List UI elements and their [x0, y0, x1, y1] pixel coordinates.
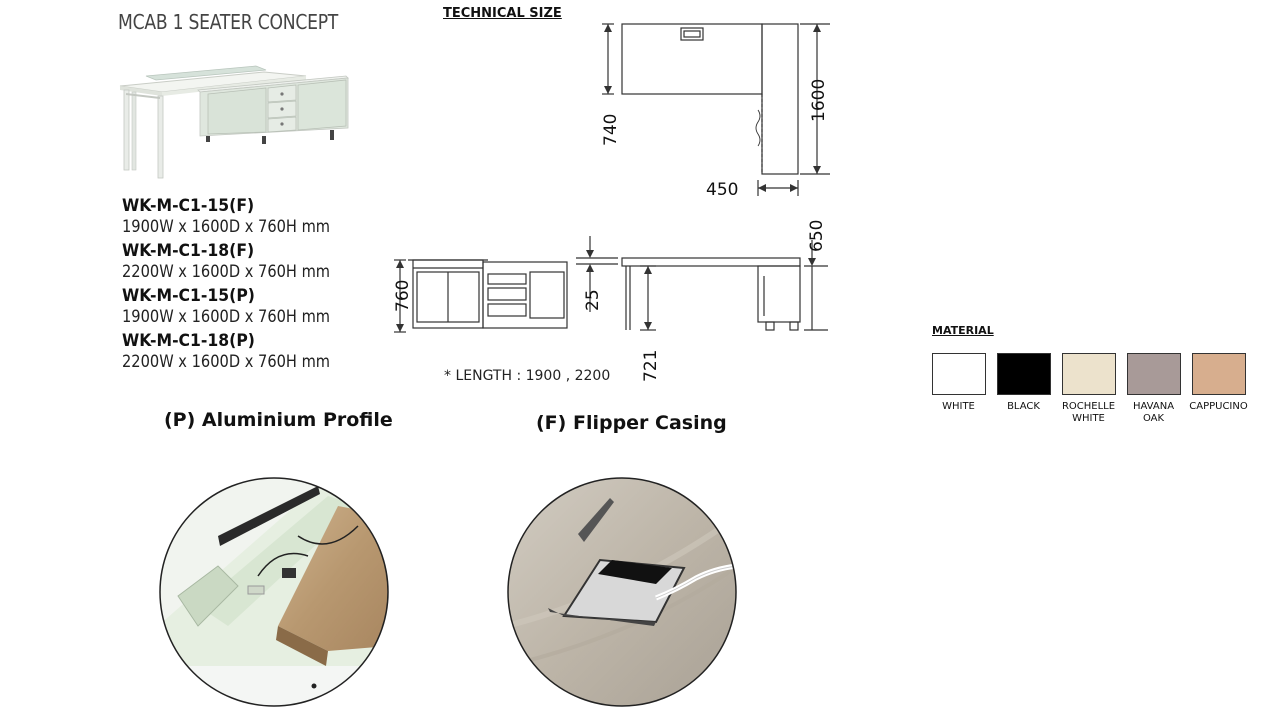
technical-size-heading: TECHNICAL SIZE: [443, 6, 562, 21]
plan-desk-top: [621, 23, 763, 95]
flipper-casing-image: [507, 477, 737, 707]
model-code: WK-M-C1-15(F): [122, 196, 255, 216]
side-desk-top: [621, 257, 801, 267]
dim-450-label: 450: [706, 180, 738, 200]
dim-760-label: 760: [393, 280, 413, 312]
color-swatch: [1061, 353, 1116, 395]
model-code: WK-M-C1-18(P): [122, 331, 255, 351]
dim-650-label: 650: [807, 220, 827, 252]
flipper-casing-caption: (F) Flipper Casing: [536, 412, 727, 434]
side-cabinet: [757, 265, 801, 323]
model-item: WK-M-C1-15(F) 1900W x 1600D x 760H mm: [122, 196, 382, 237]
aluminium-profile-caption: (P) Aluminium Profile: [164, 409, 393, 431]
swatch-label: BLACK: [1007, 401, 1040, 412]
model-dimensions: 1900W x 1600D x 760H mm: [122, 307, 331, 327]
swatch-item-black: BLACK: [991, 353, 1056, 425]
model-dimensions: 2200W x 1600D x 760H mm: [122, 352, 331, 372]
swatch-item-havana-oak: HAVANA OAK: [1121, 353, 1186, 425]
model-dimensions: 2200W x 1600D x 760H mm: [122, 262, 331, 282]
swatch-item-rochelle-white: ROCHELLE WHITE: [1056, 353, 1121, 425]
material-swatches: WHITE BLACK ROCHELLE WHITE HAVANA OAK CA…: [926, 353, 1251, 425]
color-swatch: [996, 353, 1051, 395]
swatch-label: ROCHELLE WHITE: [1061, 401, 1116, 424]
dim-25-label: 25: [583, 289, 603, 311]
technical-drawing: 740 1600 450 650 760 25 721: [393, 23, 830, 382]
model-list: WK-M-C1-15(F) 1900W x 1600D x 760H mm WK…: [122, 196, 382, 376]
page-title: MCAB 1 SEATER CONCEPT: [118, 10, 339, 34]
dim-1600-label: 1600: [809, 79, 829, 122]
color-swatch: [931, 353, 986, 395]
front-drawer-unit: [482, 261, 568, 329]
swatch-label: HAVANA OAK: [1132, 401, 1175, 424]
model-code: WK-M-C1-18(F): [122, 241, 255, 261]
model-dimensions: 1900W x 1600D x 760H mm: [122, 217, 331, 237]
model-item: WK-M-C1-18(F) 2200W x 1600D x 760H mm: [122, 241, 382, 282]
model-code: WK-M-C1-15(P): [122, 286, 255, 306]
swatch-label: CAPPUCINO: [1189, 401, 1248, 412]
color-swatch: [1126, 353, 1181, 395]
model-item: WK-M-C1-18(P) 2200W x 1600D x 760H mm: [122, 331, 382, 372]
material-heading: MATERIAL: [932, 324, 994, 337]
length-note: * LENGTH : 1900 , 2200: [444, 368, 611, 384]
swatch-item-cappucino: CAPPUCINO: [1186, 353, 1251, 425]
swatch-item-white: WHITE: [926, 353, 991, 425]
swatch-label: WHITE: [942, 401, 975, 412]
dim-721-label: 721: [641, 350, 661, 382]
product-image: [119, 65, 349, 179]
color-swatch: [1191, 353, 1246, 395]
dim-740-label: 740: [601, 114, 621, 146]
model-item: WK-M-C1-15(P) 1900W x 1600D x 760H mm: [122, 286, 382, 327]
plan-flipper-box: [680, 27, 704, 41]
aluminium-profile-image: [159, 477, 389, 707]
plan-cabinet: [761, 23, 799, 175]
